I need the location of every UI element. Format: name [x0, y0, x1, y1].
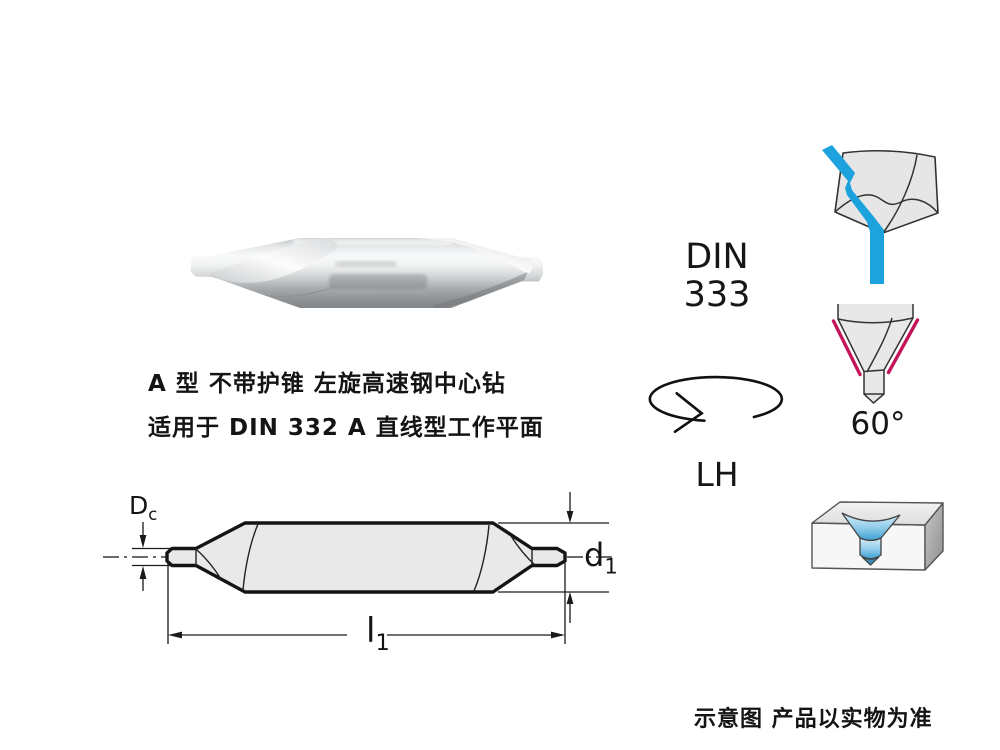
rotation-arrowhead [673, 392, 704, 433]
standard-label: DIN 333 [662, 238, 772, 314]
disclaimer-text: 示意图 产品以实物为准 [694, 707, 933, 732]
drill-outline [165, 521, 567, 594]
center-hole [841, 512, 901, 566]
drill-point-coolant-icon [822, 145, 939, 284]
center-drill-photo [191, 238, 543, 308]
coolant-stream [822, 145, 884, 284]
product-description: A 型 不带护锥 左旋高速钢中心钻 适用于 DIN 332 A 直线型工作平面 [148, 369, 544, 457]
point-angle-label: 60° [850, 406, 906, 442]
center-drill-technical-drawing [103, 492, 617, 644]
flute-lines [195, 523, 536, 592]
dim-label-d1: d1 [584, 536, 618, 579]
dim-label-l1: l1 [366, 611, 390, 656]
product-title-line1: A 型 不带护锥 左旋高速钢中心钻 [148, 371, 506, 397]
countersink-60deg-point-icon [831, 304, 920, 405]
left-hand-rotation-icon [648, 375, 784, 433]
workpiece-center-hole-icon [811, 501, 944, 571]
dimension-lines [132, 492, 609, 644]
cutting-edge-highlight-left [831, 319, 862, 377]
cutting-edge-highlight-right [886, 318, 920, 375]
dim-label-dc: Dc [129, 491, 158, 524]
countersink-body [838, 304, 913, 403]
standard-number: 333 [683, 275, 751, 315]
hand-of-cut-label: LH [695, 455, 739, 494]
product-title-line2: 适用于 DIN 332 A 直线型工作平面 [148, 415, 544, 441]
standard-name: DIN [685, 237, 749, 277]
